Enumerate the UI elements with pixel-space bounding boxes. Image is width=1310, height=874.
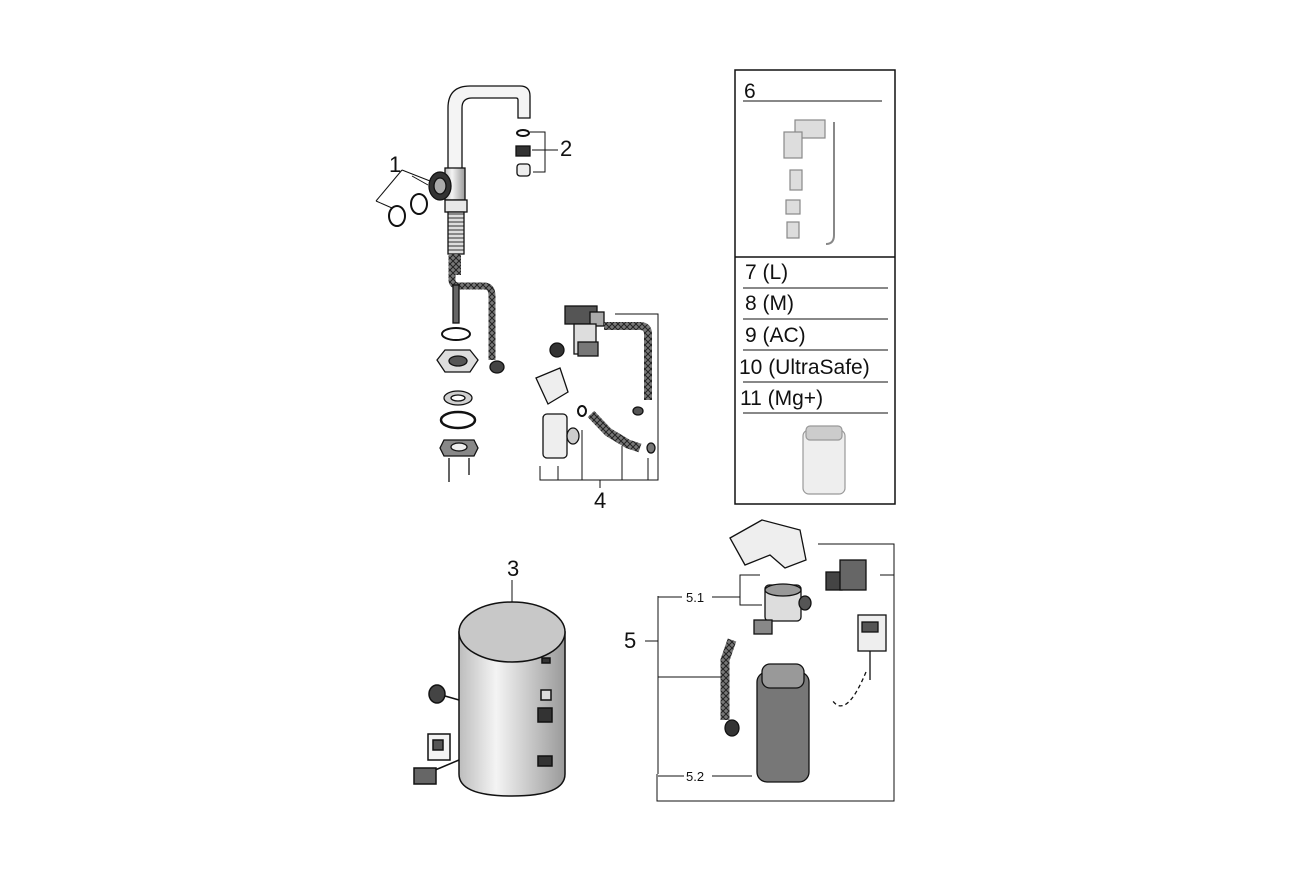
callout-5: 5 [624, 628, 637, 653]
panel-cartridge-sketch [802, 425, 846, 495]
faucet-drawing [388, 85, 531, 482]
callout-leaders-5 [645, 543, 895, 802]
callout-3: 3 [507, 556, 520, 581]
panel-row-8: 8 (M) [745, 292, 794, 315]
panel-row-7: 7 (L) [745, 261, 789, 284]
callout-2: 2 [560, 136, 573, 161]
panel-row-9: 9 (AC) [745, 324, 806, 347]
spare-parts-panel [734, 69, 896, 505]
callout-5-1: 5.1 [686, 590, 705, 605]
boiler-drawing [413, 601, 566, 797]
panel-header: 6 [744, 80, 756, 103]
panel-row-10: 10 (UltraSafe) [739, 356, 870, 379]
valve-kit-drawing [535, 305, 656, 459]
panel-row-11: 11 (Mg+) [740, 387, 824, 410]
callout-leaders-top [375, 131, 558, 209]
callout-5-2: 5.2 [686, 769, 705, 784]
callout-leaders-4 [539, 313, 659, 488]
filter-set-drawing [720, 519, 887, 783]
callout-1: 1 [389, 152, 402, 177]
panel-valve-sketch [783, 119, 835, 245]
callout-4: 4 [594, 488, 607, 513]
